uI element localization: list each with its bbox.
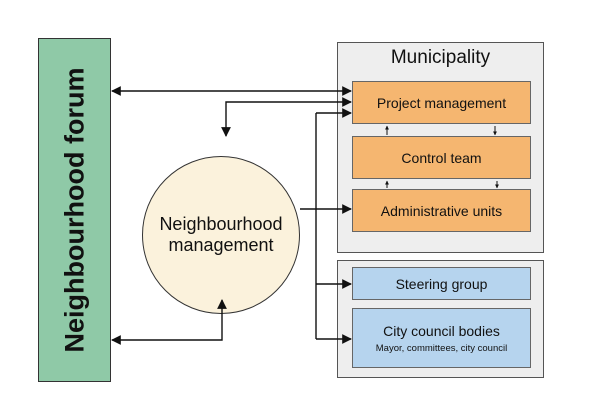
administrative-units-label: Administrative units — [380, 202, 503, 219]
neighbourhood-management-circle: Neighbourhood management — [142, 156, 300, 314]
neighbourhood-forum-box: Neighbourhood forum — [38, 38, 111, 382]
project-management-box: Project management — [352, 81, 531, 124]
project-management-label: Project management — [376, 94, 507, 111]
administrative-units-box: Administrative units — [352, 189, 531, 232]
municipality-title: Municipality — [390, 47, 491, 68]
neighbourhood-management-line2: management — [168, 235, 274, 255]
arrow-forum-circle — [111, 299, 227, 345]
city-council-bodies-label: City council bodies — [383, 322, 500, 339]
city-council-bodies-sublabel: Mayor, committees, city council — [375, 342, 508, 354]
control-team-box: Control team — [352, 136, 531, 179]
city-council-bodies-box: City council bodies Mayor, committees, c… — [352, 308, 531, 368]
control-team-label: Control team — [401, 149, 482, 166]
arrow-circle-project-management — [221, 97, 352, 137]
steering-group-label: Steering group — [395, 275, 488, 292]
steering-group-box: Steering group — [352, 267, 531, 300]
neighbourhood-management-line1: Neighbourhood — [159, 214, 283, 234]
